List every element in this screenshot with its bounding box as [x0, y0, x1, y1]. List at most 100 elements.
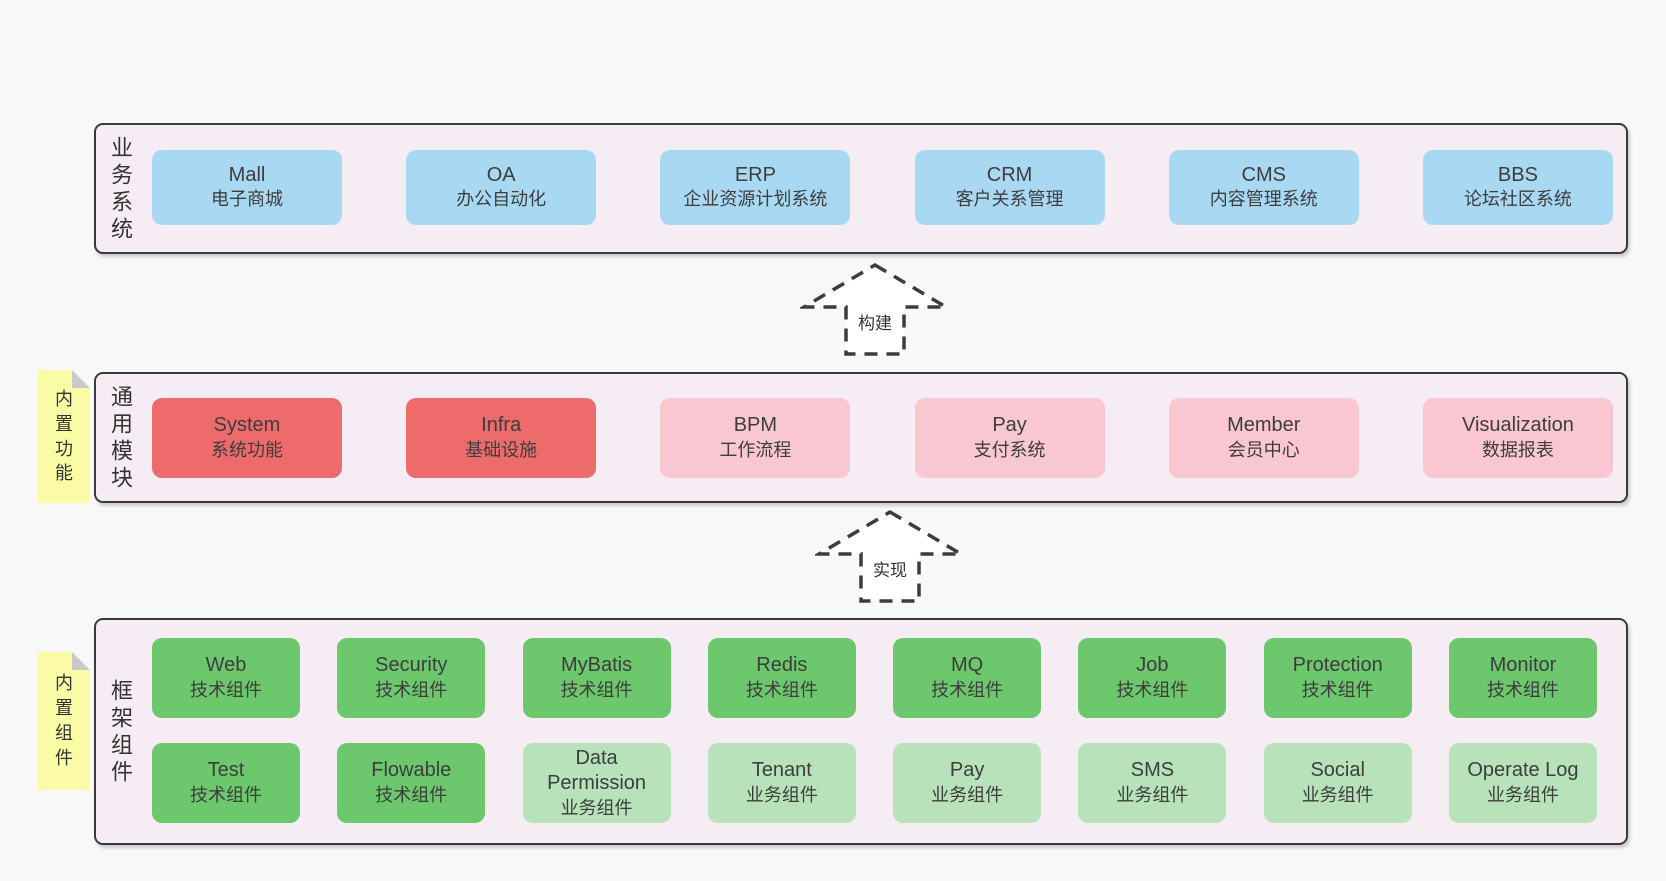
box-title: Infra — [481, 414, 522, 437]
components-box-row-1: Web 技术组件 Security 技术组件 MyBatis 技术组件 Redi… — [152, 638, 1597, 718]
box-pay-business: Pay 业务组件 — [893, 743, 1042, 823]
box-subtitle: 办公自动化 — [456, 189, 547, 210]
panel-common-modules: 通用模块 System 系统功能 Infra 基础设施 BPM 工作流程 Pay… — [94, 372, 1628, 503]
box-subtitle: 业务组件 — [1116, 784, 1189, 805]
box-redis: Redis 技术组件 — [707, 638, 856, 718]
box-subtitle: 客户关系管理 — [955, 189, 1064, 210]
box-subtitle: 业务组件 — [931, 784, 1004, 805]
box-title: Web — [205, 654, 247, 677]
box-protection: Protection 技术组件 — [1263, 638, 1412, 718]
box-infra: Infra 基础设施 — [406, 398, 597, 478]
box-tenant: Tenant 业务组件 — [707, 743, 856, 823]
box-operate-log: Operate Log 业务组件 — [1448, 743, 1597, 823]
panel-label-framework-components: 框架组件 — [110, 677, 133, 785]
box-subtitle: 技术组件 — [375, 784, 448, 805]
box-system: System 系统功能 — [152, 398, 342, 478]
box-cms: CMS 内容管理系统 — [1168, 150, 1359, 225]
panel-label-common-modules: 通用模块 — [110, 383, 133, 491]
box-title: SMS — [1130, 759, 1175, 782]
box-bbs: BBS 论坛社区系统 — [1422, 150, 1613, 225]
sticky-fold-icon — [72, 652, 90, 670]
modules-box-row: System 系统功能 Infra 基础设施 BPM 工作流程 Pay 支付系统… — [152, 398, 1613, 478]
box-subtitle: 技术组件 — [745, 679, 818, 700]
box-monitor: Monitor 技术组件 — [1448, 638, 1597, 718]
box-title: BPM — [733, 414, 778, 437]
box-pay: Pay 支付系统 — [914, 398, 1105, 478]
box-title: OA — [486, 163, 516, 186]
box-subtitle: 技术组件 — [190, 679, 262, 700]
box-title: CMS — [1241, 163, 1286, 186]
box-subtitle: 业务组件 — [1486, 784, 1559, 805]
box-erp: ERP 企业资源计划系统 — [660, 150, 851, 225]
box-title: Social — [1310, 759, 1365, 782]
box-data-permission: Data Permission 业务组件 — [522, 743, 671, 823]
arrow-implement-label: 实现 — [871, 556, 909, 581]
box-security: Security 技术组件 — [337, 638, 486, 718]
box-test: Test 技术组件 — [152, 743, 300, 823]
box-title: Monitor — [1489, 654, 1557, 677]
box-title: Protection — [1292, 654, 1383, 677]
box-mall: Mall 电子商城 — [152, 150, 342, 225]
box-member: Member 会员中心 — [1168, 398, 1359, 478]
box-title: CRM — [986, 163, 1033, 186]
box-subtitle: 数据报表 — [1481, 439, 1554, 460]
box-subtitle: 会员中心 — [1227, 439, 1300, 460]
box-subtitle: 业务组件 — [560, 797, 633, 818]
box-title: Member — [1227, 414, 1301, 437]
box-visualization: Visualization 数据报表 — [1422, 398, 1613, 478]
box-title: MyBatis — [561, 654, 633, 677]
box-title: MQ — [951, 654, 984, 677]
box-subtitle: 电子商城 — [211, 189, 283, 210]
box-title: Operate Log — [1467, 759, 1579, 782]
box-subtitle: 基础设施 — [465, 439, 538, 460]
box-sms: SMS 业务组件 — [1078, 743, 1227, 823]
box-mybatis: MyBatis 技术组件 — [522, 638, 671, 718]
box-title: Tenant — [751, 759, 812, 782]
box-mq: MQ 技术组件 — [893, 638, 1042, 718]
components-box-row-2: Test 技术组件 Flowable 技术组件 Data Permission … — [152, 743, 1597, 823]
box-subtitle: 技术组件 — [1301, 679, 1374, 700]
panel-framework-components: 框架组件 Web 技术组件 Security 技术组件 MyBatis 技术组件… — [94, 618, 1628, 845]
box-social: Social 业务组件 — [1263, 743, 1412, 823]
box-title: Test — [207, 759, 245, 782]
arrow-build: 构建 — [800, 262, 950, 357]
business-box-row: Mall 电子商城 OA 办公自动化 ERP 企业资源计划系统 CRM 客户关系… — [152, 150, 1613, 225]
box-job: Job 技术组件 — [1078, 638, 1227, 718]
box-subtitle: 技术组件 — [560, 679, 633, 700]
arrow-build-label: 构建 — [856, 309, 894, 334]
box-bpm: BPM 工作流程 — [660, 398, 851, 478]
box-subtitle: 技术组件 — [931, 679, 1004, 700]
box-subtitle: 技术组件 — [375, 679, 448, 700]
box-subtitle: 工作流程 — [719, 439, 792, 460]
box-subtitle: 技术组件 — [190, 784, 262, 805]
sticky-label: 内置功能 — [55, 388, 73, 484]
box-title: Pay — [992, 414, 1027, 437]
box-subtitle: 论坛社区系统 — [1463, 189, 1572, 210]
box-title: System — [213, 414, 281, 437]
box-title: Visualization — [1461, 414, 1574, 437]
box-subtitle: 企业资源计划系统 — [683, 189, 828, 210]
box-subtitle: 支付系统 — [973, 439, 1046, 460]
sticky-fold-icon — [72, 370, 90, 388]
box-crm: CRM 客户关系管理 — [914, 150, 1105, 225]
sticky-builtin-components: 内置组件 — [38, 652, 90, 790]
box-subtitle: 业务组件 — [1301, 784, 1374, 805]
arrow-implement: 实现 — [815, 509, 965, 604]
box-title: Data Permission — [547, 746, 647, 795]
box-web: Web 技术组件 — [152, 638, 300, 718]
box-title: BBS — [1497, 163, 1538, 186]
box-title: ERP — [734, 163, 776, 186]
box-subtitle: 技术组件 — [1116, 679, 1189, 700]
box-oa: OA 办公自动化 — [406, 150, 597, 225]
box-title: Security — [375, 654, 448, 677]
box-subtitle: 业务组件 — [745, 784, 818, 805]
panel-label-business-systems: 业务系统 — [110, 134, 133, 242]
panel-business-systems: 业务系统 Mall 电子商城 OA 办公自动化 ERP 企业资源计划系统 CRM… — [94, 123, 1628, 254]
box-subtitle: 内容管理系统 — [1209, 189, 1318, 210]
box-flowable: Flowable 技术组件 — [337, 743, 486, 823]
sticky-builtin-features: 内置功能 — [38, 370, 90, 503]
box-title: Redis — [756, 654, 808, 677]
sticky-label: 内置组件 — [55, 673, 73, 768]
box-subtitle: 技术组件 — [1486, 679, 1559, 700]
